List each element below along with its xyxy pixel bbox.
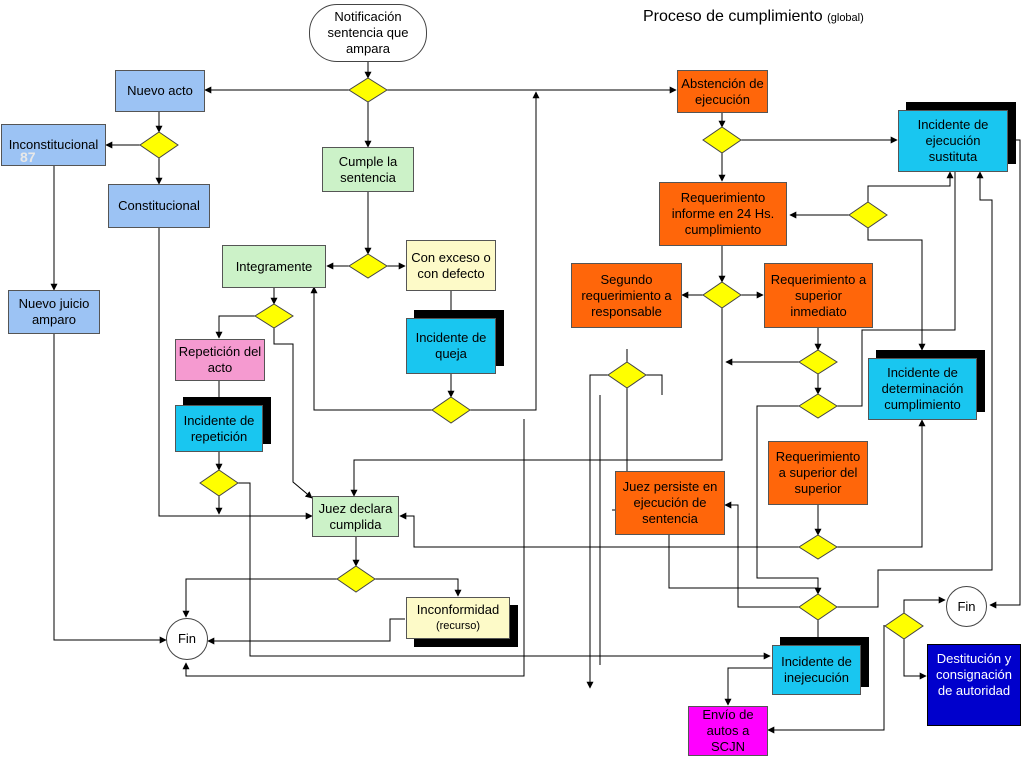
node-integramente: Integramente xyxy=(222,245,326,288)
node-fin-left: Fin xyxy=(166,618,208,660)
decision-diamond xyxy=(702,126,742,154)
inconformidad-sub: (recurso) xyxy=(435,620,480,632)
diagram-title: Proceso de cumplimiento (global) xyxy=(643,8,864,26)
decision-diamond xyxy=(254,303,294,329)
decision-diamond xyxy=(884,612,924,640)
decision-diamond xyxy=(336,565,376,593)
node-repeticion-acto: Repetición del acto xyxy=(175,339,265,381)
node-fin-right: Fin xyxy=(946,586,987,627)
node-con-exceso: Con exceso o con defecto xyxy=(406,240,496,291)
diagram-title-main: Proceso de cumplimiento xyxy=(643,8,823,25)
node-juez-declara-cumplida: Juez declara cumplida xyxy=(312,496,399,537)
node-juez-persiste: Juez persiste en ejecución de sentencia xyxy=(615,471,725,535)
decision-diamond xyxy=(607,361,647,389)
node-nuevo-acto: Nuevo acto xyxy=(115,70,205,112)
diagram-title-sub: (global) xyxy=(827,12,864,24)
decision-diamond xyxy=(348,77,388,103)
node-abstencion: Abstención de ejecución xyxy=(677,70,768,113)
node-incidente-inejecucion: Incidente de inejecución xyxy=(772,645,861,695)
node-segundo-requerimiento: Segundo requerimiento a responsable xyxy=(571,263,682,328)
inconformidad-label: Inconformidad xyxy=(416,602,500,617)
decision-diamond xyxy=(798,393,838,419)
node-constitucional: Constitucional xyxy=(108,184,210,228)
node-cumple-sentencia: Cumple la sentencia xyxy=(322,147,414,192)
decision-diamond xyxy=(199,469,239,497)
node-ejecucion-sustituta: Incidente de ejecución sustituta xyxy=(898,110,1008,172)
node-inconstitucional: Inconstitucional xyxy=(1,124,106,166)
page-number: 87 xyxy=(20,149,36,165)
node-inconformidad: Inconformidad (recurso) xyxy=(406,597,510,639)
node-envio-scjn: Envío de autos a SCJN xyxy=(688,706,768,756)
node-nuevo-juicio-amparo: Nuevo juicio amparo xyxy=(8,290,100,334)
destitucion-label: Destitución y consignación de autoridad xyxy=(936,651,1012,698)
decision-diamonds xyxy=(139,77,924,640)
decision-diamond xyxy=(139,131,179,159)
decision-diamond xyxy=(798,593,838,621)
decision-diamond xyxy=(348,253,388,279)
connector-lines xyxy=(50,62,1021,734)
decision-diamond xyxy=(848,201,888,229)
node-superior-del-superior: Requerimiento a superior del superior xyxy=(768,441,868,505)
node-superior-inmediato: Requerimiento a superior inmediato xyxy=(764,263,873,328)
node-destitucion: Destitución y consignación de autoridad xyxy=(927,644,1021,726)
decision-diamond xyxy=(798,349,838,375)
node-incidente-repeticion: Incidente de repetición xyxy=(175,405,263,452)
node-determinacion: Incidente de determinación cumplimiento xyxy=(868,358,977,420)
node-requerimiento-informe: Requerimiento informe en 24 Hs. cumplimi… xyxy=(659,182,787,246)
node-notificacion: Notificación sentencia que ampara xyxy=(309,4,427,62)
decision-diamond xyxy=(431,396,471,424)
decision-diamond xyxy=(702,281,742,309)
decision-diamond xyxy=(798,534,838,560)
node-incidente-queja: Incidente de queja xyxy=(406,318,496,374)
